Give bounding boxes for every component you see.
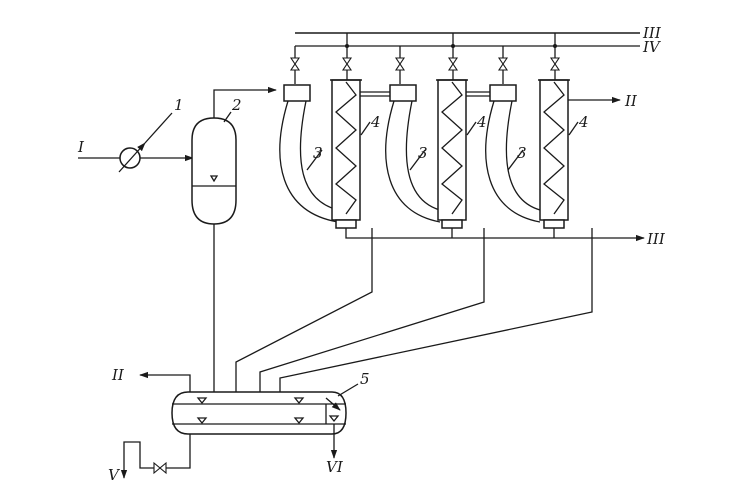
stream-label-II-top: II	[624, 92, 638, 110]
stream-label-III-top: III	[642, 24, 662, 42]
column-4-group-1	[330, 79, 362, 229]
stream-label-III-right: III	[646, 230, 666, 248]
label-column-4-3: 4	[578, 113, 589, 131]
collector-5	[171, 391, 347, 435]
label-hose-3-1: 3	[313, 144, 323, 162]
valve-icon	[394, 57, 406, 71]
hose-3-group-1	[279, 84, 339, 223]
stream-label-I: I	[77, 138, 85, 156]
leader-1	[144, 112, 173, 144]
label-heater-1: 1	[174, 96, 184, 114]
label-vessel-2: 2	[231, 96, 242, 114]
column-4-group-3	[538, 79, 570, 229]
valve-icon	[341, 57, 353, 71]
stream-label-II-left: II	[111, 366, 125, 384]
heater-1	[118, 142, 146, 173]
bottom-line-III	[345, 228, 645, 242]
vessel-2	[191, 117, 237, 225]
valve-icon	[497, 57, 509, 71]
hose-3-group-3	[485, 84, 541, 223]
label-hose-3-2: 3	[418, 144, 428, 162]
collector-line-V	[124, 434, 191, 478]
stream-label-IV: IV	[642, 38, 662, 56]
vessel-2-vapor-line	[213, 86, 277, 118]
collector-line-II-left	[139, 371, 191, 392]
valve-icon	[153, 461, 167, 475]
stream-label-V: V	[108, 466, 121, 484]
leader-2	[223, 111, 232, 123]
header-branches	[294, 33, 557, 58]
label-hose-3-3: 3	[517, 144, 527, 162]
label-column-4-1: 4	[370, 113, 381, 131]
column-4-group-2	[436, 79, 468, 229]
stream-label-VI: VI	[326, 458, 344, 476]
label-collector-5: 5	[360, 370, 370, 388]
valve-icon	[289, 57, 301, 71]
hose-3-group-2	[385, 84, 441, 223]
leader-5	[337, 383, 359, 397]
valve-icon	[447, 57, 459, 71]
header-valves	[289, 57, 561, 84]
valve-icon	[549, 57, 561, 71]
label-column-4-2: 4	[476, 113, 487, 131]
